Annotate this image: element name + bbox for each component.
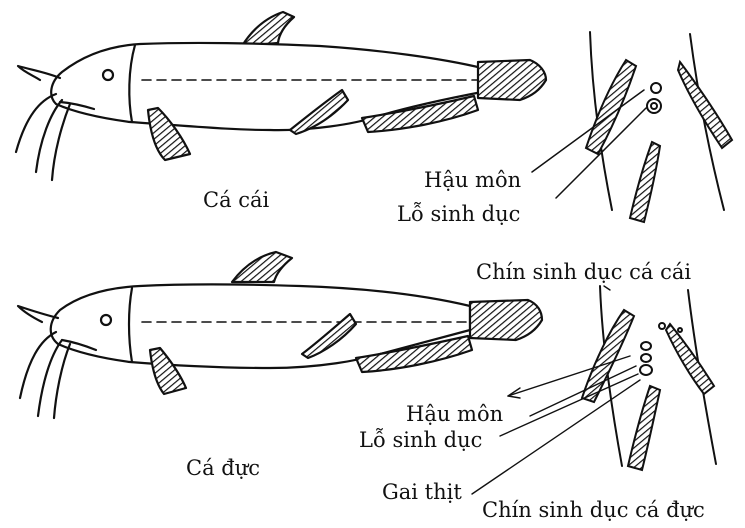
male-dorsal-fin — [232, 252, 292, 282]
female-fish-label: Cá cái — [203, 190, 269, 211]
male-anus-mark — [641, 342, 651, 350]
male-fish — [18, 252, 542, 418]
male-fish-label: Cá đực — [186, 458, 260, 479]
male-genital-pore-mark — [641, 354, 651, 362]
female-fish — [16, 12, 546, 180]
female-barbel — [18, 66, 60, 80]
female-dorsal-fin — [242, 12, 294, 46]
female-genital-pore-mark — [647, 99, 661, 113]
male-papilla-mark — [640, 365, 652, 375]
female-genital-fin-label: Chín sinh dục cá cái — [476, 262, 691, 283]
male-caudal-fin — [470, 300, 542, 340]
female-anus-label: Hậu môn — [424, 170, 521, 191]
male-papilla-label: Gai thịt — [382, 482, 462, 503]
male-genital-fin-label: Chín sinh dục cá đực — [482, 500, 705, 521]
female-caudal-fin — [478, 60, 546, 100]
male-anus-label: Hậu môn — [406, 404, 503, 425]
female-anus-mark — [651, 83, 661, 93]
female-genital-detail — [532, 32, 732, 222]
female-genital-pore-label: Lỗ sinh dục — [397, 204, 520, 225]
male-genital-pore-label: Lỗ sinh dục — [359, 430, 482, 451]
